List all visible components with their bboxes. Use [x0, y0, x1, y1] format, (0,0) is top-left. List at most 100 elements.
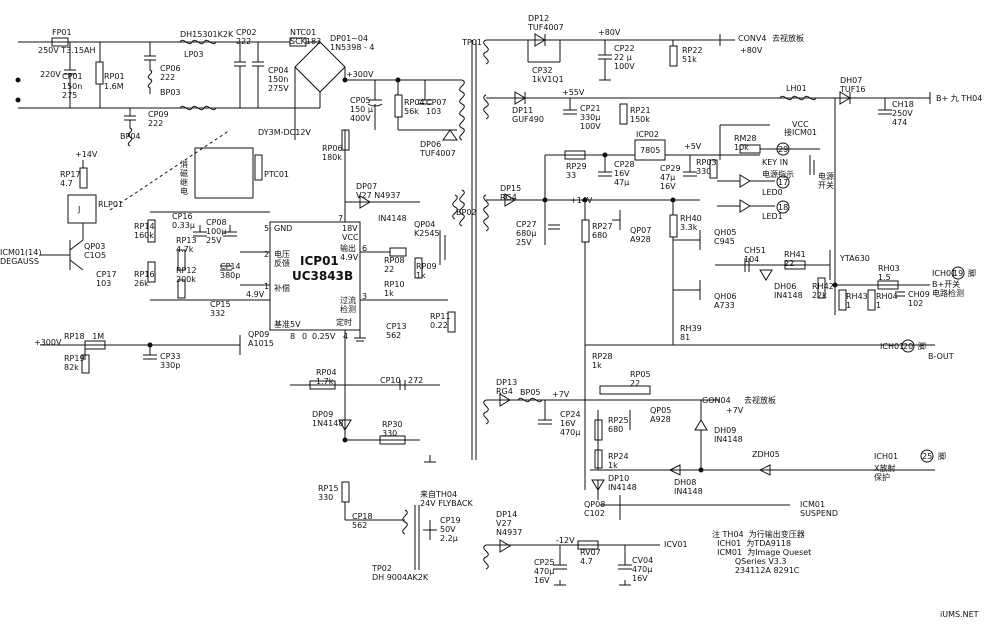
- label-7v-out: +7V: [726, 406, 744, 415]
- label-x-ray-protection: X放射 保护: [874, 464, 896, 482]
- label-from-th04: 来自TH04 24V FLYBACK: [420, 490, 473, 508]
- label-cp24: CP24 16V 470μ: [560, 410, 581, 437]
- label-rh04: RH04 1: [876, 292, 898, 310]
- label-300v-left: +300V: [34, 338, 62, 347]
- label-rp30: RP30 330: [382, 420, 403, 438]
- label-cp33: CP33 330p: [160, 352, 181, 370]
- label-to-video-board-2: 去视放板: [744, 396, 776, 405]
- label-rm28: RM28 10k: [734, 134, 757, 152]
- label-rp12: RP12 200k: [176, 266, 197, 284]
- label-b-out: B-OUT: [928, 352, 954, 361]
- label-lp03: LP03: [184, 50, 204, 59]
- pin-num-6: 6: [362, 244, 368, 253]
- pin-18: 18: [778, 203, 789, 212]
- label-220v: 220V: [40, 70, 61, 79]
- label-rh42: RH42 22k: [812, 282, 834, 300]
- pin-out: 输出 4.9V: [340, 244, 359, 262]
- label-to-video-board: 去视放板: [772, 34, 804, 43]
- label-tp01: TP01: [462, 38, 482, 47]
- label-led0: LED0: [762, 188, 783, 197]
- label-cp05: CP05 150 μ 400V: [350, 96, 373, 123]
- label-rh41: RH41 22: [784, 250, 806, 268]
- label-rp15: RP15 330: [318, 484, 339, 502]
- label-cp14: CP14 380p: [220, 262, 241, 280]
- pin-vfb: 电压 反馈: [274, 250, 290, 268]
- label-cp08: CP08 100μ 25V: [206, 218, 227, 245]
- label-55v: +55V: [562, 88, 585, 97]
- pin-19-suffix: 脚: [968, 269, 976, 278]
- pin-vcc: 18V VCC: [342, 224, 359, 242]
- label-led1: LED1: [762, 212, 783, 221]
- label-dh08: DH08 IN4148: [674, 478, 703, 496]
- label-7v: +7V: [552, 390, 570, 399]
- label-80v-top: +80V: [598, 28, 621, 37]
- label-rp17: RP17 4.7: [60, 170, 81, 188]
- label-qh06: QH06 A733: [714, 292, 737, 310]
- label-rp13: RP13 4.7k: [176, 236, 197, 254]
- pin-comp: 补偿: [274, 284, 290, 293]
- label-tp02: TP02 DH 9004AK2K: [372, 564, 429, 582]
- label-degauss: ICM01(14) DEGAUSS: [0, 248, 42, 266]
- label-bridge: DP01~04 1N5398 - 4: [330, 34, 375, 52]
- label-cp17: CP17 103: [96, 270, 117, 288]
- label-dh-coil: DH15301K2K: [180, 30, 234, 39]
- label-qh05: QH05 C945: [714, 228, 737, 246]
- label-rp16: RP16 26k: [134, 270, 155, 288]
- label-relay-cn: 消 磁 继 电: [180, 160, 188, 196]
- label-key-in: KEY IN: [762, 158, 789, 167]
- label-cp32: CP32 1kV1Q1: [532, 66, 564, 84]
- label-qp08: QP08 C102: [584, 500, 606, 518]
- label-dh09: DH09 IN4148: [714, 426, 743, 444]
- label-cp01-value: 150n 275: [62, 82, 83, 100]
- pin-vref: 基准5V: [274, 320, 301, 329]
- label-rp04b: RP04 1.7k: [316, 368, 337, 386]
- label-cp29: CP29 47μ 16V: [660, 164, 681, 191]
- label-bplus-check: B+开关 电路检测: [932, 280, 964, 298]
- label-rp08: RP08 22: [384, 256, 405, 274]
- label-cp21: CP21 330μ 100V: [580, 104, 601, 131]
- fuse-fp01: [51, 37, 69, 47]
- label-ch18: CH18 250V 474: [892, 100, 914, 127]
- label-cp06: CP06 222: [160, 64, 181, 82]
- pin-20-suffix: 脚: [918, 342, 926, 351]
- label-14v: +14V: [570, 196, 593, 205]
- label-rp04: RP04 56k: [404, 98, 425, 116]
- label-ich01-19: ICH01: [932, 269, 957, 278]
- label-rv07: RV07 4.7: [580, 548, 601, 566]
- label-lh01: LH01: [786, 84, 807, 93]
- label-rh39: RH39 81: [680, 324, 702, 342]
- label-cp16: CP16 0.33μ: [172, 212, 195, 230]
- label-minus12v: -12V: [556, 536, 575, 545]
- label-rp03: RP03 330: [696, 158, 717, 176]
- label-rp21: RP21 150k: [630, 106, 651, 124]
- label-conv4: CONV4: [738, 34, 767, 43]
- label-rh03: RH03 1.5: [878, 264, 900, 282]
- pin-29: 29: [778, 145, 789, 154]
- label-ich01-25: ICH01: [874, 452, 899, 461]
- label-dp14: DP14 V27 N4937: [496, 510, 523, 537]
- relay-coil: [67, 194, 97, 224]
- label-in4148-gate: IN4148: [378, 214, 407, 223]
- label-ch09: CH09 102: [908, 290, 930, 308]
- pin-17: 17: [778, 178, 789, 187]
- pin-num-5: 5: [264, 224, 270, 233]
- pin-20: 20: [903, 342, 914, 351]
- label-80v-out: +80V: [740, 46, 763, 55]
- label-cp04: CP04 150n 275V: [268, 66, 289, 93]
- label-icp02: ICP02: [636, 130, 659, 139]
- label-rp06: RP06 180k: [322, 144, 343, 162]
- label-dp11: DP11 GUF490: [512, 106, 544, 124]
- label-power-indicator: 电源指示: [762, 170, 794, 179]
- label-dp06: DP06 TUF4007: [420, 140, 456, 158]
- label-rp28: RP28 1k: [592, 352, 613, 370]
- pin-num-1: 1: [264, 282, 270, 291]
- label-dp15: DP15 RG4: [500, 184, 522, 202]
- label-cp02: CP02 222: [236, 28, 257, 46]
- regulator-7805: [634, 139, 666, 161]
- pin-num-7: 7: [338, 214, 344, 223]
- label-rp01: RP01: [104, 72, 125, 81]
- label-cp18: CP18 562: [352, 512, 373, 530]
- label-cp15: CP15 332: [210, 300, 231, 318]
- label-rp11: RP11 0.22: [430, 312, 451, 330]
